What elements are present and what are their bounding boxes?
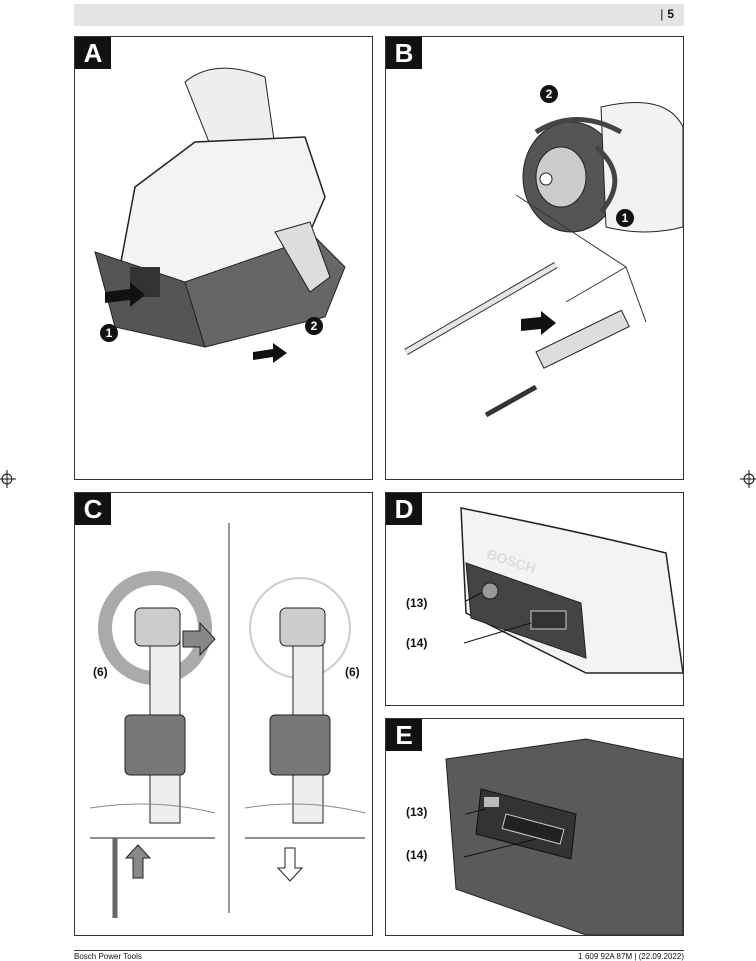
battery-removal-illustration	[94, 67, 346, 363]
step-1-badge: 1	[100, 324, 118, 342]
panel-letter: E	[386, 719, 422, 751]
registration-mark-icon	[740, 470, 756, 488]
panel-letter: C	[75, 493, 111, 525]
battery-indicator-illustration	[460, 507, 683, 674]
chuck-and-bits-illustration	[404, 102, 683, 418]
battery-indicator-illustration	[445, 738, 683, 935]
panel-c: C (6) (6)	[74, 492, 373, 936]
panel-letter: B	[386, 37, 422, 69]
panel-e: E (13) (14)	[385, 718, 684, 936]
registration-mark-icon	[0, 470, 16, 488]
panel-letter: D	[386, 493, 422, 525]
step-1-badge: 1	[616, 209, 634, 227]
panel-a: A 1 2	[74, 36, 373, 480]
step-2-badge: 2	[540, 85, 558, 103]
callout-6-right: (6)	[345, 665, 360, 679]
footer-rule	[74, 950, 684, 951]
step-2-badge: 2	[305, 317, 323, 335]
callout-13: (13)	[406, 596, 428, 610]
rotation-direction-illustration	[89, 523, 366, 918]
callout-6-left: (6)	[93, 665, 108, 679]
callout-14: (14)	[406, 636, 428, 650]
callout-13: (13)	[406, 805, 428, 819]
panel-d: D BOSCH (13) (14)	[385, 492, 684, 706]
callout-14: (14)	[406, 848, 428, 862]
panel-letter: A	[75, 37, 111, 69]
footer-brand: Bosch Power Tools	[74, 952, 142, 961]
panel-b: B 2 1	[385, 36, 684, 480]
page-header-bar: 5	[74, 4, 684, 26]
page-number: 5	[660, 7, 674, 21]
footer-doc-id: 1 609 92A 87M | (22.09.2022)	[578, 952, 684, 961]
